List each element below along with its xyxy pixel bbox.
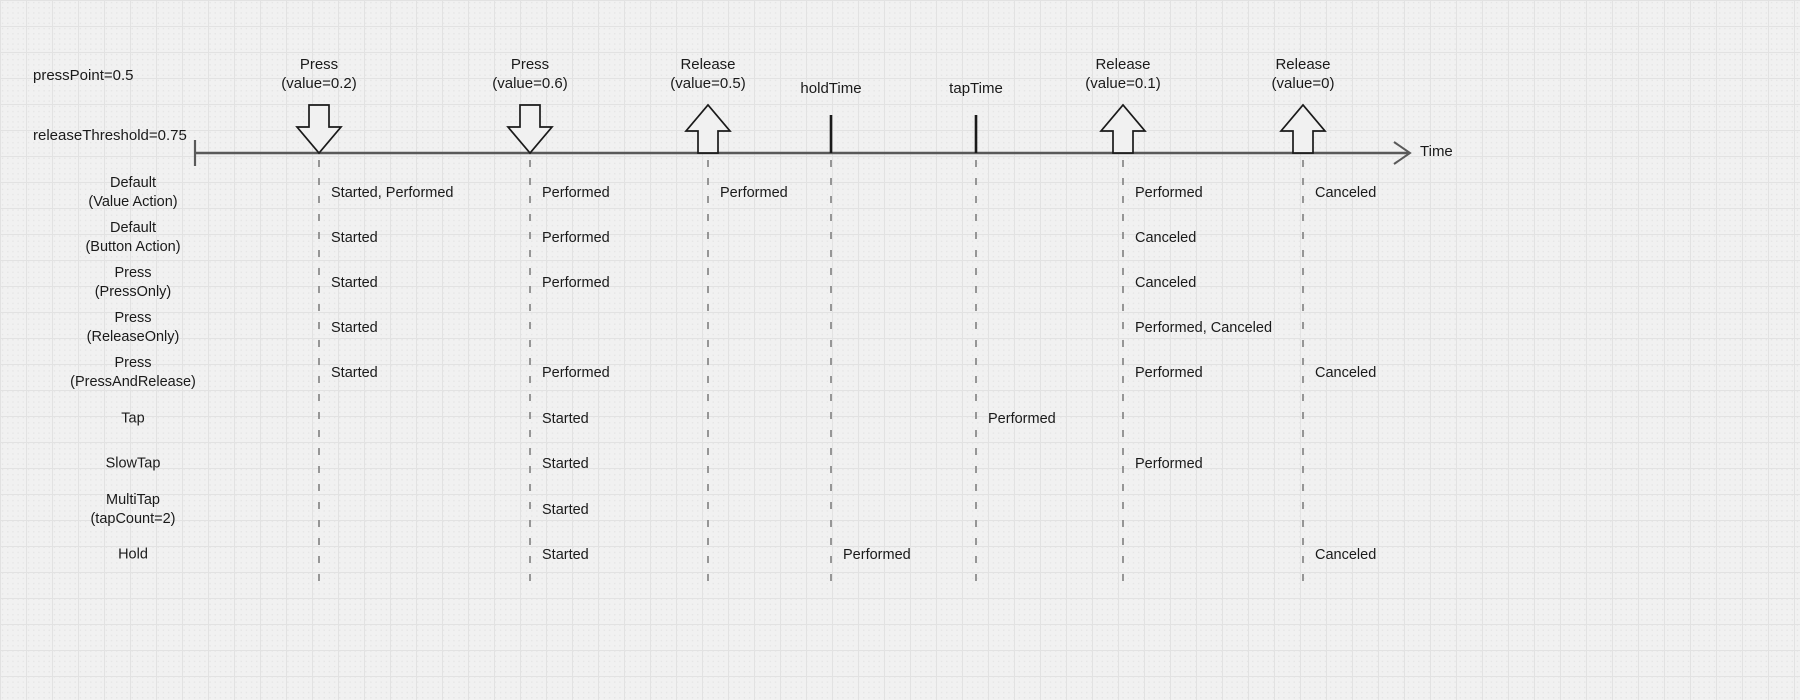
row-label-multitap: MultiTap (tapCount=2) — [90, 491, 175, 529]
event-label-taptime: tapTime — [949, 79, 1003, 98]
cell-press-pressonly-press-06: Performed — [542, 275, 610, 291]
row-label-default-button-action: Default (Button Action) — [85, 219, 180, 257]
cell-default-value-action-release-05: Performed — [720, 185, 788, 201]
event-title-holdtime: holdTime — [800, 80, 862, 97]
cell-tap-press-06: Started — [542, 411, 589, 427]
row-label-line1-press-pressonly: Press — [114, 265, 152, 281]
cell-press-pressandrelease-release-00: Canceled — [1315, 365, 1377, 381]
cell-default-value-action-release-00: Canceled — [1315, 185, 1377, 201]
event-label-press-02: Press (value=0.2) — [281, 55, 356, 93]
row-label-line2-multitap: (tapCount=2) — [90, 511, 176, 527]
row-label-line2-default-value-action: (Value Action) — [88, 194, 178, 210]
event-subtitle-release-05: (value=0.5) — [670, 75, 746, 92]
press-arrow-down-icon-press-06 — [506, 104, 554, 155]
parameter-releasethreshold: releaseThreshold=0.75 — [33, 127, 187, 144]
row-label-line1-press-pressandrelease: Press — [114, 355, 152, 371]
event-subtitle-release-00: (value=0) — [1271, 75, 1335, 92]
row-label-line2-press-pressandrelease: (PressAndRelease) — [70, 374, 196, 390]
cell-default-value-action-press-02: Started, Performed — [331, 185, 454, 201]
row-label-line1-default-value-action: Default — [110, 175, 156, 191]
cell-default-value-action-press-06: Performed — [542, 185, 610, 201]
row-label-slowtap: SlowTap — [106, 455, 161, 474]
cell-slowtap-release-01: Performed — [1135, 456, 1203, 472]
cell-slowtap-press-06: Started — [542, 456, 589, 472]
event-subtitle-press-02: (value=0.2) — [281, 75, 357, 92]
cell-press-pressandrelease-press-02: Started — [331, 365, 378, 381]
row-label-line2-press-releaseonly: (ReleaseOnly) — [86, 329, 180, 345]
release-arrow-up-icon-release-01 — [1099, 103, 1147, 154]
cell-default-value-action-release-01: Performed — [1135, 185, 1203, 201]
event-title-press-06: Press — [510, 56, 550, 73]
event-title-release-00: Release — [1275, 56, 1331, 73]
axis-time-label: Time — [1420, 143, 1453, 160]
row-label-line1-hold: Hold — [118, 546, 148, 563]
cell-default-button-action-press-06: Performed — [542, 230, 610, 246]
event-label-press-06: Press (value=0.6) — [492, 55, 567, 93]
cell-press-pressonly-press-02: Started — [331, 275, 378, 291]
cell-tap-taptime: Performed — [988, 411, 1056, 427]
cell-press-releaseonly-release-01: Performed, Canceled — [1135, 320, 1273, 336]
press-arrow-down-icon-press-02 — [295, 104, 343, 155]
row-label-press-pressandrelease: Press (PressAndRelease) — [70, 354, 196, 392]
event-label-release-05: Release (value=0.5) — [670, 55, 745, 93]
row-label-line1-multitap: MultiTap — [105, 492, 160, 508]
release-arrow-up-icon-release-05 — [684, 103, 732, 154]
cell-hold-holdtime: Performed — [843, 547, 911, 563]
row-label-default-value-action: Default (Value Action) — [88, 174, 177, 212]
cell-press-releaseonly-press-02: Started — [331, 320, 378, 336]
event-label-holdtime: holdTime — [800, 79, 861, 98]
row-label-line2-press-pressonly: (PressOnly) — [94, 284, 172, 300]
cell-default-button-action-press-02: Started — [331, 230, 378, 246]
row-label-hold: Hold — [118, 546, 148, 565]
cell-press-pressandrelease-release-01: Performed — [1135, 365, 1203, 381]
event-title-taptime: tapTime — [949, 80, 1003, 97]
cell-press-pressandrelease-press-06: Performed — [542, 365, 610, 381]
cell-hold-press-06: Started — [542, 547, 589, 563]
event-subtitle-press-06: (value=0.6) — [492, 75, 568, 92]
cell-press-pressonly-release-01: Canceled — [1135, 275, 1197, 291]
event-label-release-01: Release (value=0.1) — [1085, 55, 1160, 93]
cell-multitap-press-06: Started — [542, 502, 589, 518]
row-label-press-releaseonly: Press (ReleaseOnly) — [87, 309, 180, 347]
release-arrow-up-icon-release-00 — [1279, 103, 1327, 154]
row-label-line1-tap: Tap — [121, 410, 145, 427]
row-label-tap: Tap — [121, 410, 144, 429]
row-label-line1-default-button-action: Default — [110, 220, 156, 236]
cell-hold-release-00: Canceled — [1315, 547, 1377, 563]
event-label-release-00: Release (value=0) — [1272, 55, 1335, 93]
parameter-presspoint: pressPoint=0.5 — [33, 67, 134, 84]
parameter-note: pressPoint=0.5 releaseThreshold=0.75 — [33, 26, 187, 186]
row-label-press-pressonly: Press (PressOnly) — [95, 264, 172, 302]
event-title-press-02: Press — [299, 56, 339, 73]
axis-arrowhead-icon — [1393, 141, 1412, 165]
row-label-line2-default-button-action: (Button Action) — [85, 239, 181, 255]
event-title-release-01: Release — [1095, 56, 1151, 73]
cell-default-button-action-release-01: Canceled — [1135, 230, 1197, 246]
event-title-release-05: Release — [680, 56, 736, 73]
event-subtitle-release-01: (value=0.1) — [1085, 75, 1161, 92]
row-label-line1-press-releaseonly: Press — [114, 310, 152, 326]
row-label-line1-slowtap: SlowTap — [105, 455, 161, 472]
